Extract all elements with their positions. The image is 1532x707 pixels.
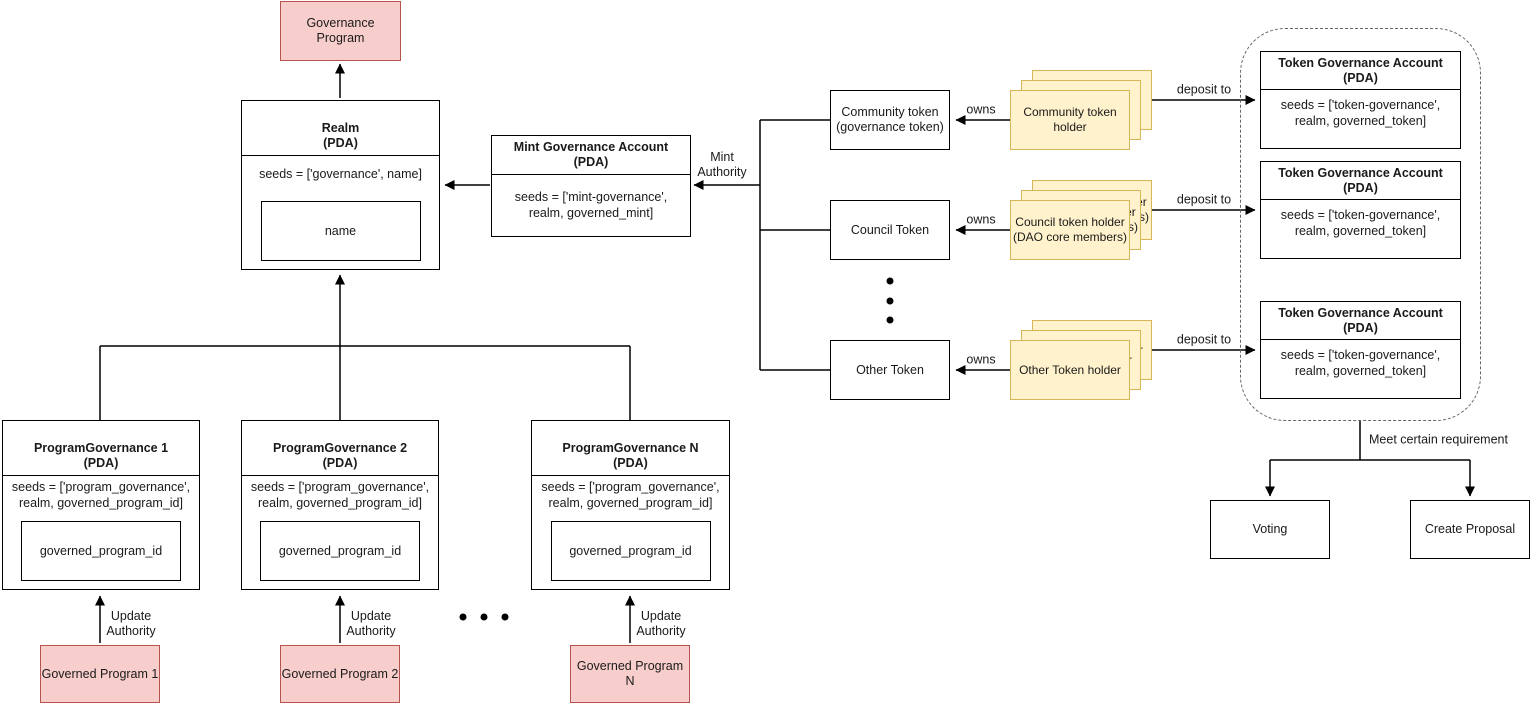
other-holder-card: Other Token holder xyxy=(1010,340,1130,400)
deposit-to-label-2: deposit to xyxy=(1176,192,1232,207)
program-governance-seeds-n: seeds = ['program_governance', realm, go… xyxy=(541,480,720,510)
owns-label-2: owns xyxy=(966,212,996,227)
council-holder-card: Council token holder (DAO core members) xyxy=(1010,200,1130,260)
owns-label-1: owns xyxy=(966,102,996,117)
realm-box: Realm (PDA) seeds = ['governance', name]… xyxy=(241,100,440,270)
token-governance-title-2: Token Governance Account (PDA) xyxy=(1261,162,1460,200)
program-governance-box-2: ProgramGovernance 2 (PDA) seeds = ['prog… xyxy=(241,420,439,590)
realm-name-field: name xyxy=(260,201,421,261)
edge-tree-horizontal xyxy=(99,345,631,420)
governance-program-box: Governance Program xyxy=(280,1,401,61)
program-governance-box-n: ProgramGovernance N (PDA) seeds = ['prog… xyxy=(531,420,730,590)
realm-title: Realm (PDA) xyxy=(242,116,439,156)
token-governance-box-3: Token Governance Account (PDA) seeds = [… xyxy=(1260,301,1461,399)
token-governance-title-1: Token Governance Account (PDA) xyxy=(1261,52,1460,90)
community-holder-card: Community token holder xyxy=(1010,90,1130,150)
governed-program-box-n: Governed Program N xyxy=(570,645,690,703)
governed-program-id-field-n: governed_program_id xyxy=(550,521,711,581)
program-governance-seeds-2: seeds = ['program_governance', realm, go… xyxy=(250,480,430,510)
create-proposal-box: Create Proposal xyxy=(1410,500,1530,559)
token-governance-seeds-2: seeds = ['token-governance', realm, gove… xyxy=(1280,208,1441,238)
token-governance-group xyxy=(1240,28,1481,421)
edge-token-bracket xyxy=(759,119,830,371)
token-governance-seeds-3: seeds = ['token-governance', realm, gove… xyxy=(1280,348,1441,378)
governed-program-box-2: Governed Program 2 xyxy=(280,645,400,703)
token-governance-seeds-1: seeds = ['token-governance', realm, gove… xyxy=(1280,98,1441,128)
program-governance-seeds-1: seeds = ['program_governance', realm, go… xyxy=(11,480,191,510)
governed-program-box-1: Governed Program 1 xyxy=(40,645,160,703)
deposit-to-label-1: deposit to xyxy=(1176,82,1232,97)
mint-governance-seeds: seeds = ['mint-governance', realm, gover… xyxy=(514,189,668,220)
program-governance-title-1: ProgramGovernance 1 (PDA) xyxy=(3,436,199,476)
update-authority-label-n: Update Authority xyxy=(636,609,686,638)
deposit-to-label-3: deposit to xyxy=(1176,332,1232,347)
update-authority-label-2: Update Authority xyxy=(346,609,396,638)
mint-governance-box: Mint Governance Account (PDA) seeds = ['… xyxy=(491,135,691,237)
token-governance-box-2: Token Governance Account (PDA) seeds = [… xyxy=(1260,161,1461,259)
governed-program-id-field-2: governed_program_id xyxy=(260,521,420,581)
owns-label-3: owns xyxy=(966,352,996,367)
token-governance-title-3: Token Governance Account (PDA) xyxy=(1261,302,1460,340)
voting-box: Voting xyxy=(1210,500,1330,559)
token-governance-box-1: Token Governance Account (PDA) seeds = [… xyxy=(1260,51,1461,149)
update-authority-label-1: Update Authority xyxy=(106,609,156,638)
community-token-box: Community token (governance token) xyxy=(830,90,950,150)
other-token-box: Other Token xyxy=(830,340,950,400)
program-governance-title-2: ProgramGovernance 2 (PDA) xyxy=(242,436,438,476)
council-token-box: Council Token xyxy=(830,200,950,260)
governed-program-id-field-1: governed_program_id xyxy=(21,521,181,581)
program-governance-title-n: ProgramGovernance N (PDA) xyxy=(532,436,729,476)
program-governance-box-1: ProgramGovernance 1 (PDA) seeds = ['prog… xyxy=(2,420,200,590)
mint-governance-title: Mint Governance Account (PDA) xyxy=(492,136,690,175)
meet-requirement-label: Meet certain requirement xyxy=(1369,432,1508,447)
mint-authority-label: Mint Authority xyxy=(697,150,747,179)
realm-seeds: seeds = ['governance', name] xyxy=(259,167,422,181)
